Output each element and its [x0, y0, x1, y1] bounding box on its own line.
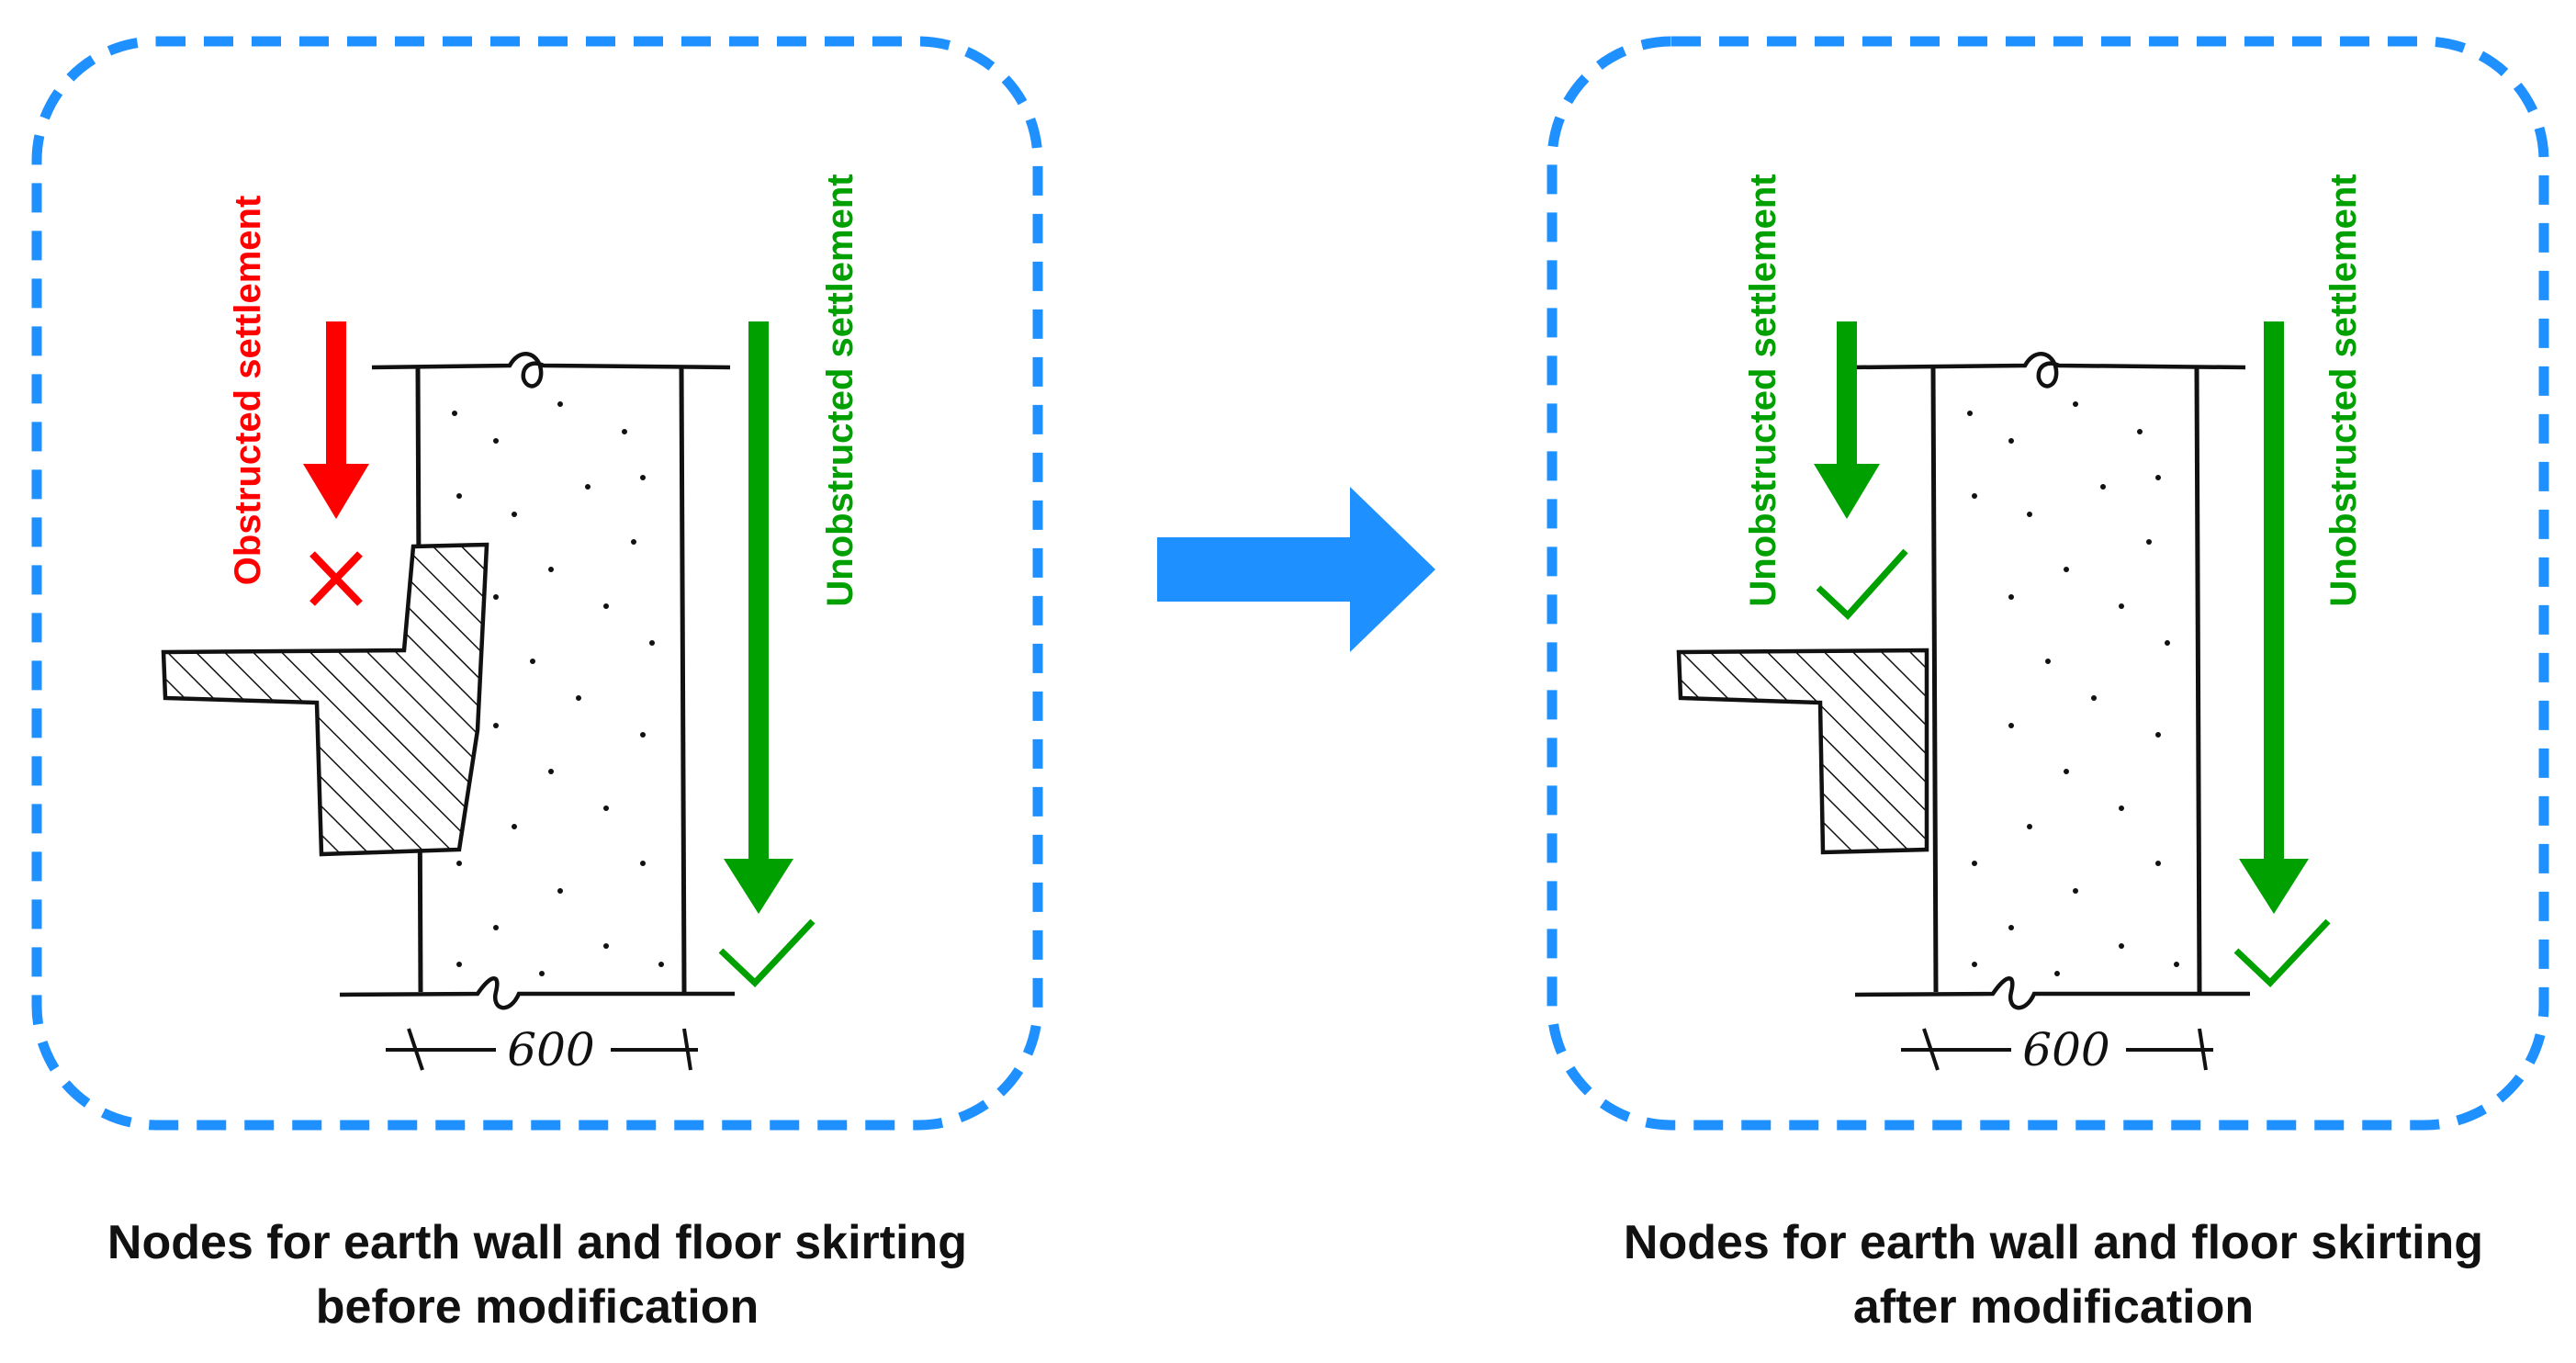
caption-after-line1: Nodes for earth wall and floor skirting: [1623, 1216, 2484, 1269]
earth-wall: [1850, 352, 2250, 1010]
floor-slab-and-skirting: [161, 542, 489, 857]
soil-stipple: [1967, 401, 2179, 976]
check-icon: [718, 918, 816, 987]
floor-slab-and-skirting: [1676, 648, 1929, 855]
caption-after-line2: after modification: [1852, 1280, 2255, 1334]
panel-before-frame: [31, 36, 1043, 1131]
label-unobstructed-settlement-outer: Unobstructed settlement: [2323, 174, 2364, 606]
label-obstructed-settlement: Obstructed settlement: [228, 196, 268, 586]
inner-settlement-arrow: [1814, 321, 1880, 519]
dimension-line: 600: [386, 1023, 698, 1076]
caption-after: Nodes for earth wall and floor skirting …: [1548, 1211, 2559, 1339]
caption-before-line1: Nodes for earth wall and floor skirting: [107, 1216, 968, 1269]
soil-stipple: [452, 401, 664, 976]
label-unobstructed-settlement: Unobstructed settlement: [820, 174, 861, 606]
dimension-label: 600: [2022, 1023, 2109, 1076]
check-icon: [2233, 918, 2331, 987]
dimension-line: 600: [1901, 1023, 2213, 1076]
caption-before: Nodes for earth wall and floor skirting …: [32, 1211, 1042, 1339]
panel-before: 600 Obstructed settlement Unobstructed s…: [31, 36, 1043, 1131]
panel-after-frame: [1547, 36, 2549, 1131]
outer-settlement-arrow: [2239, 321, 2309, 914]
inner-settlement-arrow: [303, 321, 369, 519]
check-icon: [1816, 548, 1908, 620]
cross-icon: [309, 551, 363, 606]
caption-before-line2: before modification: [315, 1280, 759, 1334]
dimension-label: 600: [507, 1023, 594, 1076]
transition-arrow-icon: [1157, 487, 1435, 652]
panel-after: 600 Unobstructed settlement Unobstructed…: [1547, 36, 2549, 1131]
outer-settlement-arrow: [724, 321, 793, 914]
label-unobstructed-settlement-inner: Unobstructed settlement: [1743, 174, 1783, 606]
